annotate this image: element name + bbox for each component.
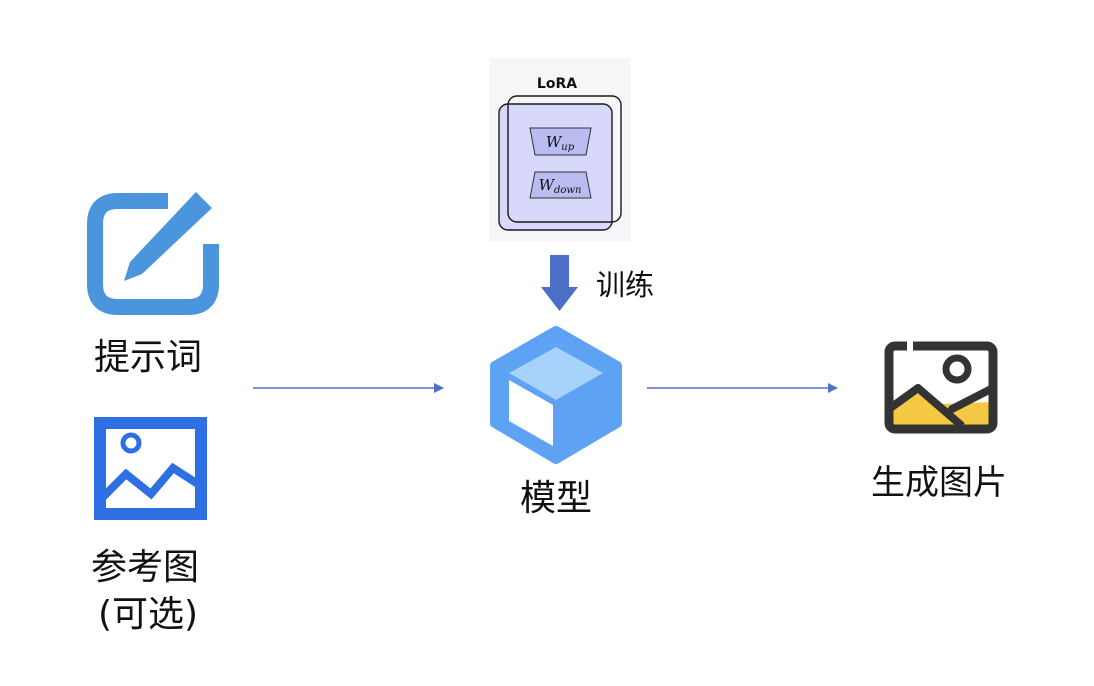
w-up-label: Wup bbox=[546, 133, 575, 153]
edit-icon bbox=[87, 192, 219, 315]
down-arrow-icon bbox=[541, 255, 578, 311]
train-label: 训练 bbox=[596, 268, 654, 302]
image-icon bbox=[94, 417, 207, 520]
cube-icon bbox=[490, 326, 622, 464]
lora-block: LoRA Wup Wdown bbox=[489, 58, 631, 241]
w-down-trapezoid bbox=[529, 171, 592, 199]
w-down-label: Wdown bbox=[539, 176, 582, 196]
w-up-trapezoid bbox=[529, 127, 592, 156]
model-label: 模型 bbox=[520, 478, 592, 519]
reference-label-line2: (可选) bbox=[98, 594, 198, 635]
picture-icon bbox=[884, 338, 998, 434]
output-label: 生成图片 bbox=[871, 463, 1007, 503]
lora-front-layer bbox=[507, 95, 622, 223]
lora-back-layer bbox=[498, 103, 613, 231]
lora-title: LoRA bbox=[537, 76, 577, 92]
prompt-label: 提示词 bbox=[94, 337, 202, 378]
reference-label-line1: 参考图 bbox=[91, 547, 199, 588]
